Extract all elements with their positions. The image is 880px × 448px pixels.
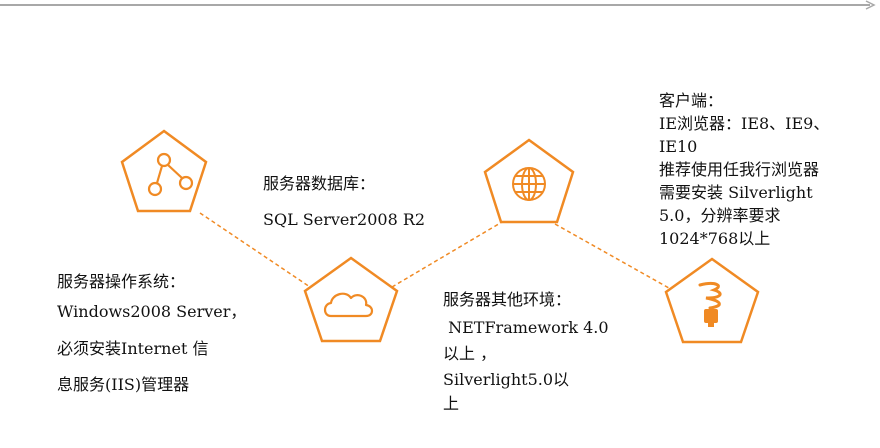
pentagon-frame xyxy=(120,129,208,213)
connector-lines xyxy=(199,212,677,293)
cloud-icon xyxy=(323,292,374,318)
client-line-1: IE浏览器：IE8、IE9、 xyxy=(659,114,830,133)
server-db-title: 服务器数据库： xyxy=(263,174,376,193)
share-network-icon xyxy=(147,152,194,197)
client-line-6: 1024*768以上 xyxy=(659,229,771,248)
server-db-value: SQL Server2008 R2 xyxy=(263,210,426,229)
client-line-5: 5.0，分辨率要求 xyxy=(659,206,781,225)
server-os-title: 服务器操作系统： xyxy=(57,272,186,291)
server-env-line-4: 上 xyxy=(443,394,460,413)
server-env-title: 服务器其他环境： xyxy=(443,290,572,309)
connector-share-to-cloud xyxy=(199,212,311,288)
server-os-line-3: 息服务(IIS)管理器 xyxy=(57,375,190,394)
client-line-2: IE10 xyxy=(659,137,698,156)
server-os-line-2: 必须安装Internet 信 xyxy=(57,339,209,358)
server-env-node xyxy=(483,138,575,224)
lightbulb-icon xyxy=(698,282,722,327)
connector-globe-to-bulb xyxy=(554,223,677,293)
server-os-node xyxy=(120,129,208,213)
connector-cloud-to-globe xyxy=(391,221,503,288)
server-env-line-3: Silverlight5.0以 xyxy=(443,370,570,389)
top-divider-arrow xyxy=(0,0,876,10)
client-title: 客户端： xyxy=(659,91,724,110)
server-os-line-1: Windows2008 Server， xyxy=(57,302,247,321)
server-db-node xyxy=(303,256,399,343)
client-node xyxy=(664,257,760,344)
client-line-3: 推荐使用任我行浏览器 xyxy=(659,160,820,179)
client-line-4: 需要安装 Silverlight xyxy=(659,183,813,202)
server-env-line-2: 以上 ， xyxy=(443,344,497,363)
pentagon-frame xyxy=(303,256,399,343)
server-env-line-1: NETFramework 4.0 xyxy=(443,318,609,337)
globe-icon xyxy=(512,167,546,201)
